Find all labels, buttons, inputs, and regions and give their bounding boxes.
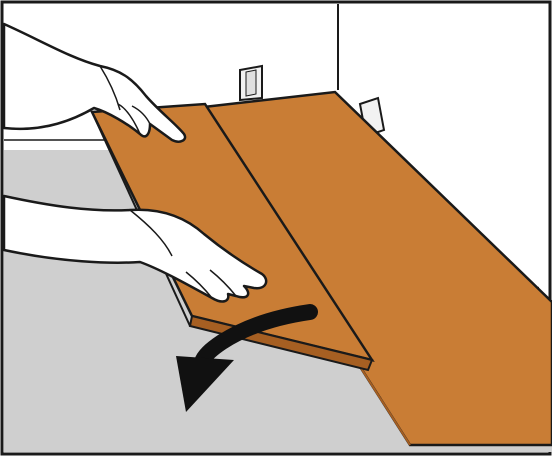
spacer-wedge-icon	[240, 66, 262, 100]
